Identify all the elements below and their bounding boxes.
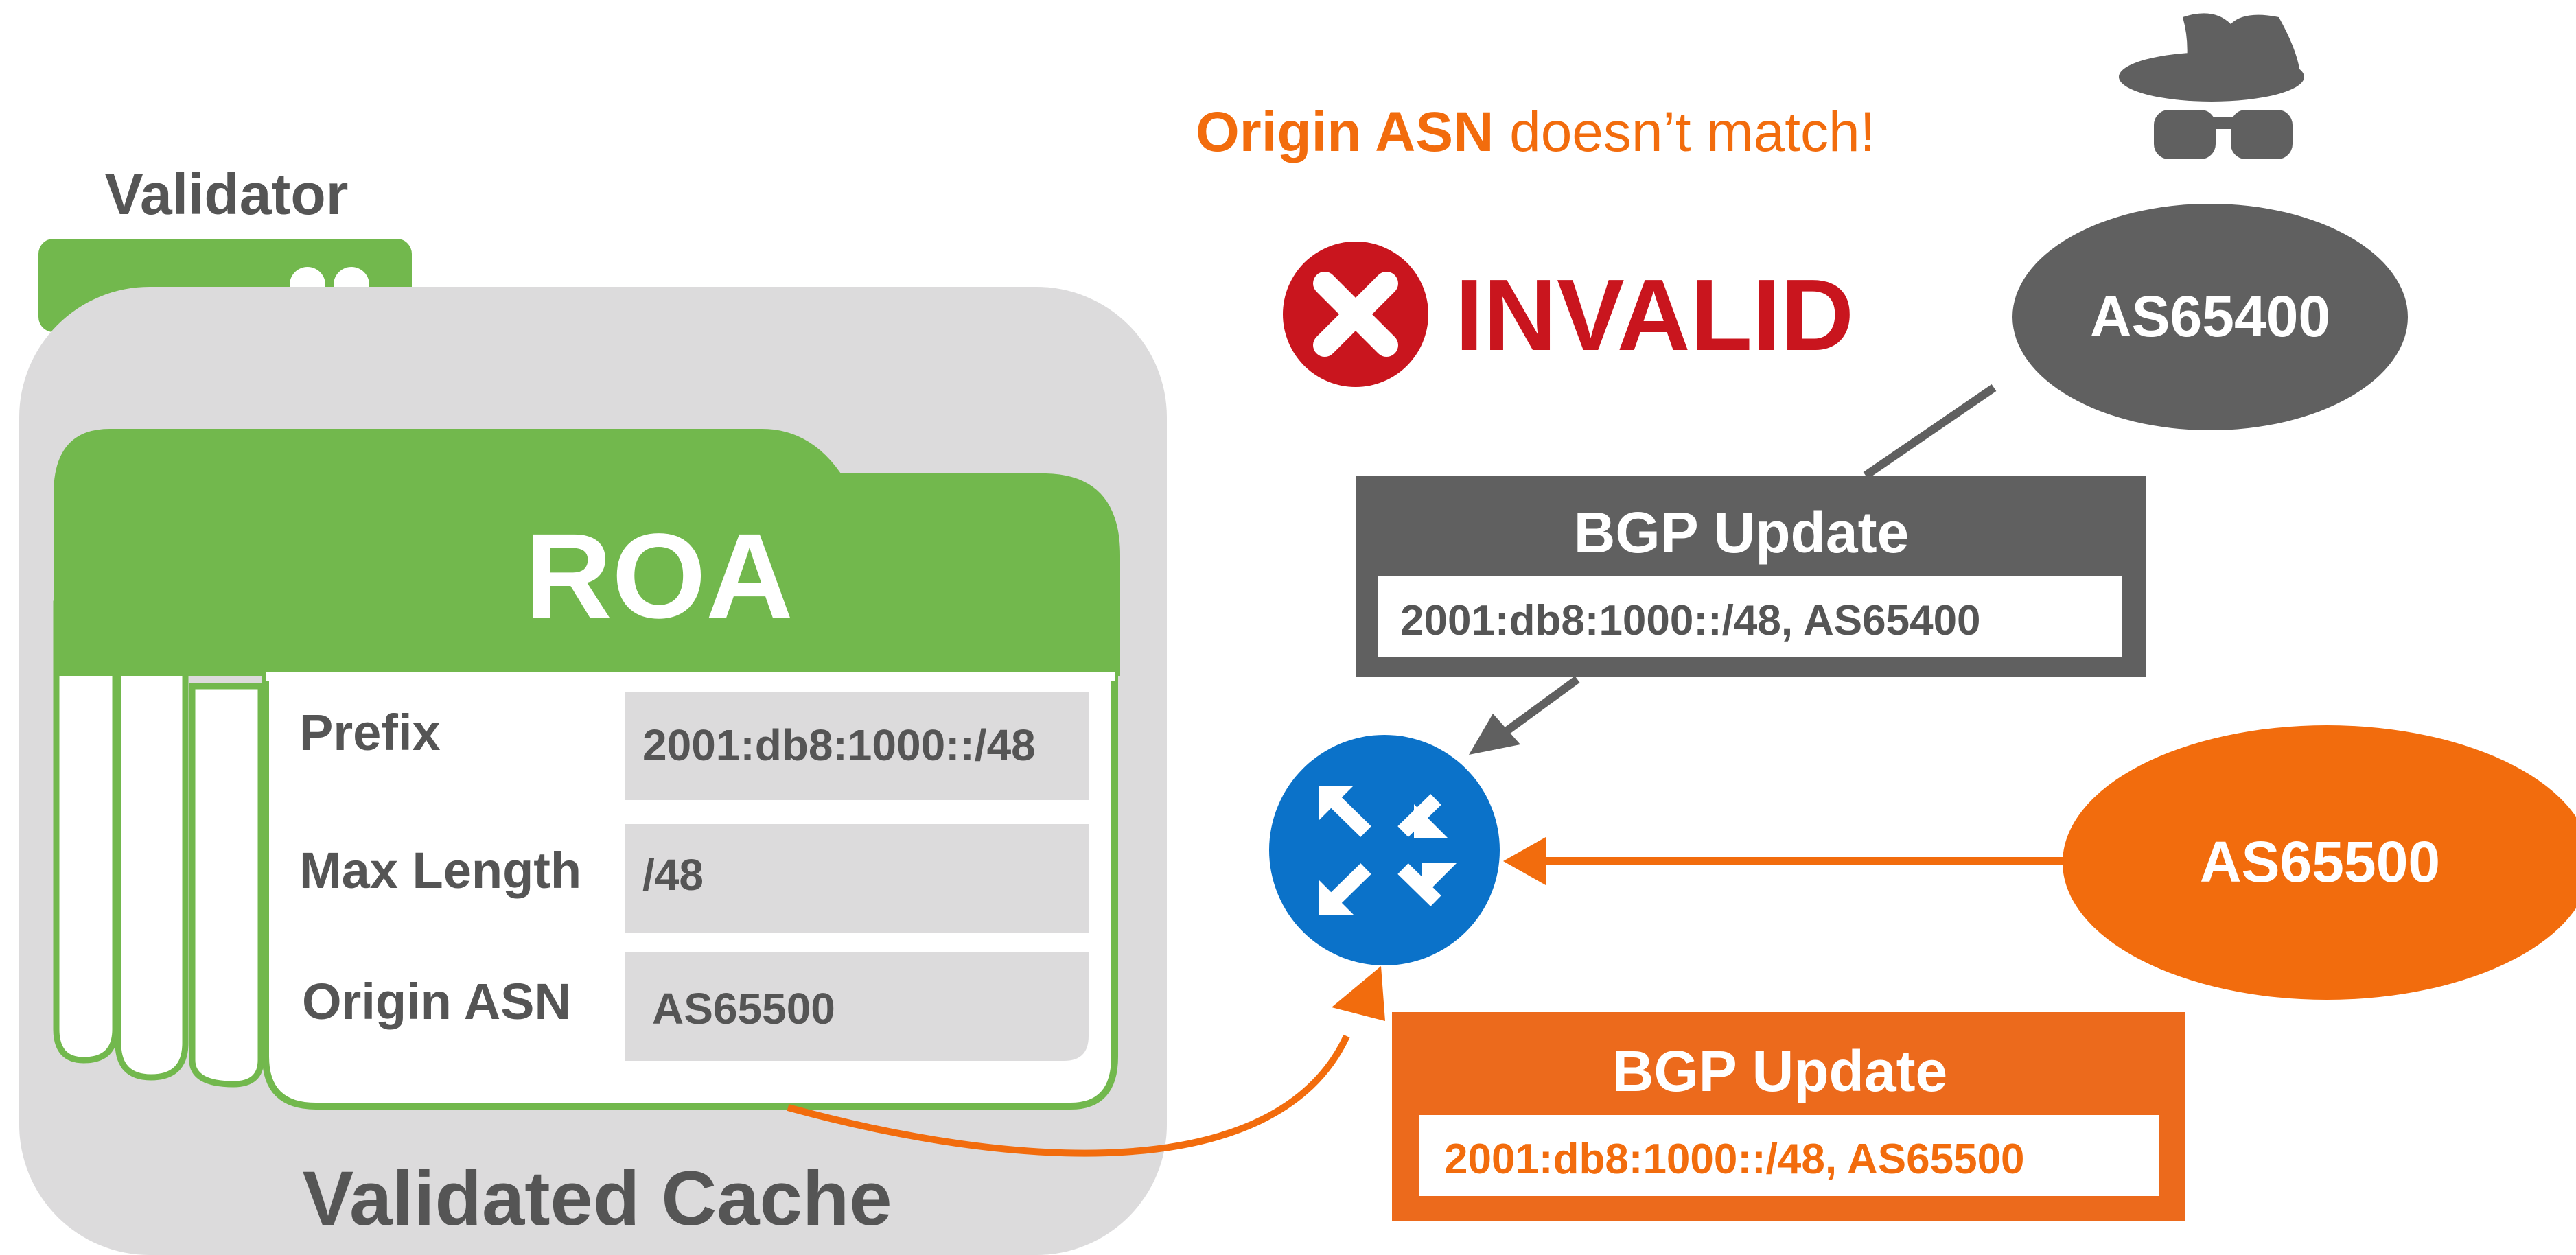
- attacker-as-node: [2012, 204, 2408, 430]
- bgp-update-malicious: BGP Update 2001:db8:1000::/48, AS65400: [1356, 476, 2146, 677]
- roa-field-max-length: Max Length /48: [299, 824, 1089, 933]
- attacker-asn: AS65400: [2090, 284, 2330, 349]
- origin-asn: AS65500: [2200, 830, 2440, 894]
- bgp-route: 2001:db8:1000::/48, AS65400: [1400, 597, 1981, 644]
- attacker-connector: [1863, 384, 1997, 479]
- roa-title: ROA: [524, 509, 793, 644]
- alert-emphasis: Origin ASN: [1196, 101, 1494, 163]
- validated-cache-label: Validated Cache: [302, 1156, 892, 1241]
- field-label: Max Length: [299, 842, 581, 899]
- origin-as-node: [2063, 725, 2576, 1000]
- roa-card-stack: [53, 600, 264, 1088]
- bgp-title: BGP Update: [1612, 1039, 1948, 1103]
- invalid-label: INVALID: [1455, 259, 1854, 372]
- roa-card: [54, 429, 1120, 604]
- roa-field-origin-asn: Origin ASN AS65500: [302, 952, 1089, 1061]
- hacker-icon: [2119, 13, 2304, 159]
- field-value-box: [625, 824, 1089, 933]
- bgp-title: BGP Update: [1574, 500, 1910, 565]
- router-icon: [1269, 735, 1500, 965]
- mismatch-alert: Origin ASN doesn’t match!: [1196, 101, 1875, 163]
- validator-label: Validator: [105, 162, 349, 226]
- field-label: Prefix: [299, 704, 441, 761]
- field-value: 2001:db8:1000::/48: [642, 720, 1036, 770]
- bgp-update-legitimate: BGP Update 2001:db8:1000::/48, AS65500: [1392, 1012, 2185, 1221]
- bgp-route: 2001:db8:1000::/48, AS65500: [1444, 1136, 2025, 1183]
- invalid-status: INVALID: [1283, 242, 1854, 387]
- field-value: /48: [642, 850, 704, 900]
- field-label: Origin ASN: [302, 973, 571, 1030]
- field-value: AS65500: [652, 984, 835, 1033]
- validation-arrow: [787, 1034, 1350, 1157]
- roa-field-prefix: Prefix 2001:db8:1000::/48: [299, 692, 1089, 800]
- field-value-box: [625, 952, 1089, 1061]
- field-value-box: [625, 692, 1089, 800]
- alert-text: doesn’t match!: [1494, 101, 1875, 163]
